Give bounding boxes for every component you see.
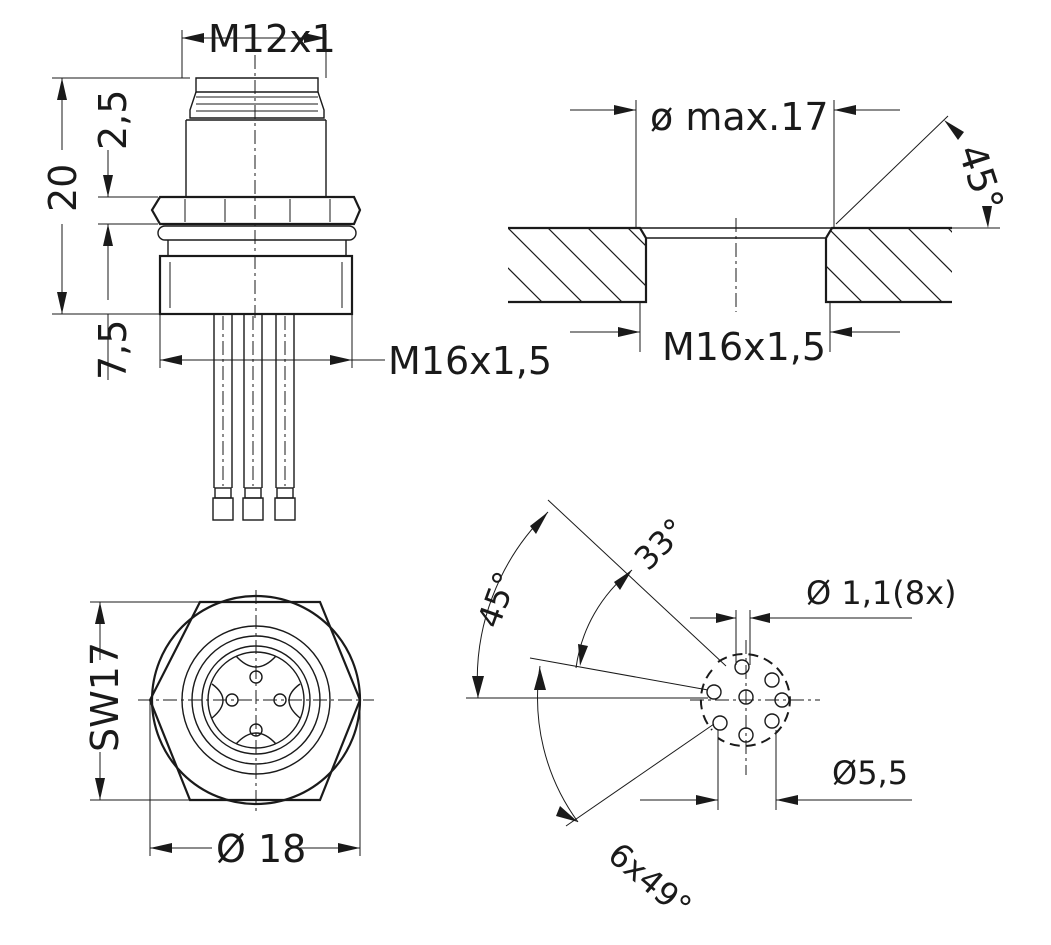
pin-angle-outer-label: 45° [470,566,525,632]
front-view: SW17 Ø 18 [83,590,374,871]
front-wrench-size-label: SW17 [83,642,127,752]
pin-circle-diameter-label: Ø5,5 [832,754,908,792]
pin-layout-view: Ø 1,1(8x) Ø5,5 45° 33° 6x49° [466,499,957,926]
pin-hole-diameter-label: Ø 1,1(8x) [806,574,957,612]
side-view: M12x1 20 2,5 7,5 M16x1,5 [41,17,552,521]
side-thread-bottom-label: M16x1,5 [388,339,552,383]
side-height-bottom-label: 7,5 [91,320,135,380]
pin-angle-offset-label: 33° [627,511,694,578]
side-height-total-label: 20 [41,164,85,212]
side-height-top-label: 2,5 [91,90,135,150]
panel-chamfer-angle-label: 45° [949,139,1012,217]
panel-cutout-max-label: ø max.17 [650,95,829,139]
panel-thread-label: M16x1,5 [662,325,826,369]
pin-angle-spacing-label: 6x49° [601,835,699,926]
panel-cutout-view: ø max.17 45° M16x1,5 [508,95,1012,369]
side-thread-top-label: M12x1 [208,17,336,61]
front-diameter-label: Ø 18 [216,827,306,871]
